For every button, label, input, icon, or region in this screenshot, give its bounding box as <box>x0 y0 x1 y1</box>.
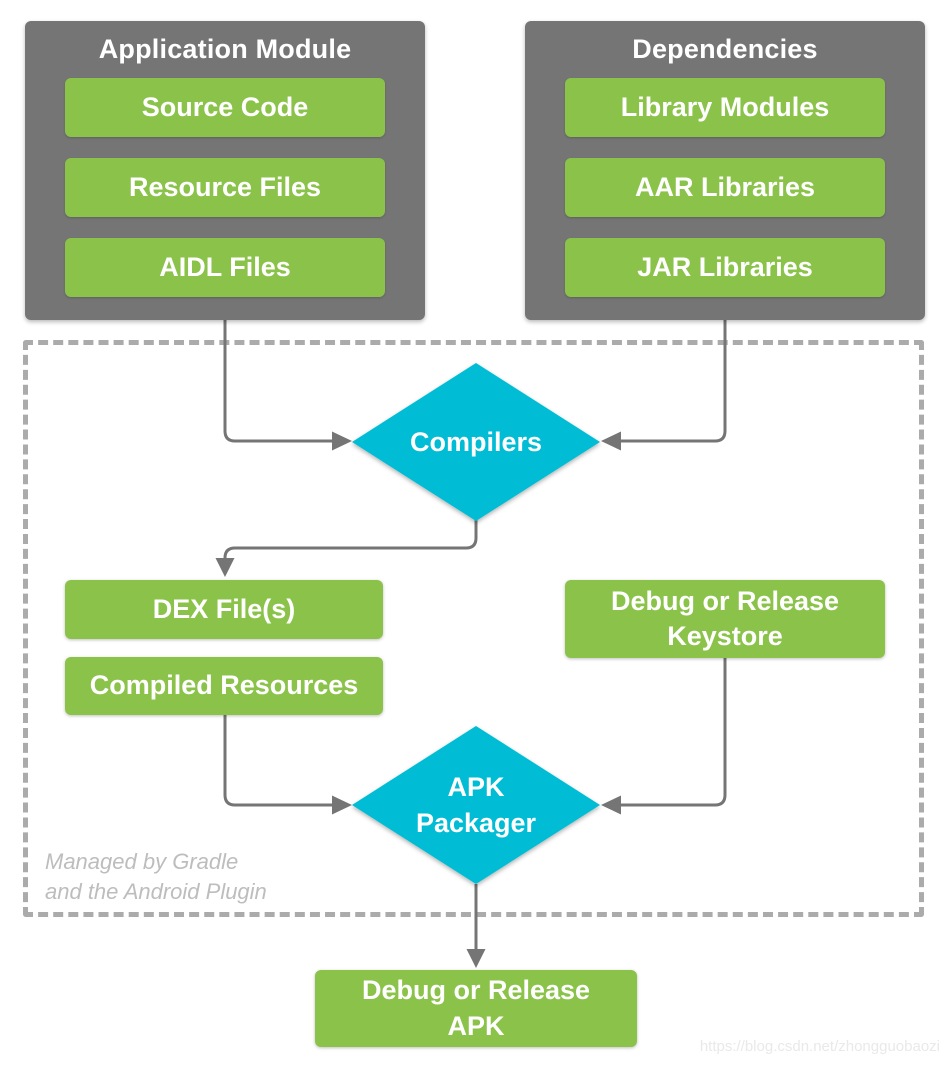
apk-packager-label-line2: Packager <box>415 808 537 838</box>
library-modules-node: Library Modules <box>565 78 885 137</box>
gradle-managed-region <box>23 340 924 917</box>
apk-packager-label: APK Packager <box>352 726 600 884</box>
watermark-url: https://blog.csdn.net/zhongguobaozi <box>699 1038 940 1055</box>
jar-libraries-node: JAR Libraries <box>565 238 885 297</box>
apk-packager-label-line1: APK <box>447 771 505 802</box>
keystore-label-line2: Keystore <box>667 621 783 651</box>
dependencies-card: Dependencies Library Modules AAR Librari… <box>525 21 925 320</box>
output-apk-node: Debug or Release APK <box>315 970 637 1047</box>
output-apk-label-line1: Debug or Release <box>361 975 591 1006</box>
keystore-label-line1: Debug or Release <box>610 585 840 616</box>
compiled-resources-node: Compiled Resources <box>65 657 383 715</box>
output-apk-label-line2: APK <box>447 1010 505 1041</box>
compilers-label: Compilers <box>409 426 543 457</box>
gradle-note-line2: and the Android Plugin <box>45 878 267 904</box>
application-module-title: Application Module <box>98 34 352 64</box>
source-code-node: Source Code <box>65 78 385 137</box>
gradle-note: Managed by Gradle and the Android Plugin <box>45 847 267 906</box>
resource-files-node: Resource Files <box>65 158 385 217</box>
application-module-card: Application Module Source Code Resource … <box>25 21 425 320</box>
arrowhead-into-apk <box>466 949 486 968</box>
dependencies-title: Dependencies <box>632 34 818 64</box>
aar-libraries-node: AAR Libraries <box>565 158 885 217</box>
gradle-note-line1: Managed by Gradle <box>45 849 239 874</box>
aidl-files-node: AIDL Files <box>65 238 385 297</box>
keystore-node: Debug or Release Keystore <box>565 580 885 658</box>
dex-files-node: DEX File(s) <box>65 580 383 639</box>
